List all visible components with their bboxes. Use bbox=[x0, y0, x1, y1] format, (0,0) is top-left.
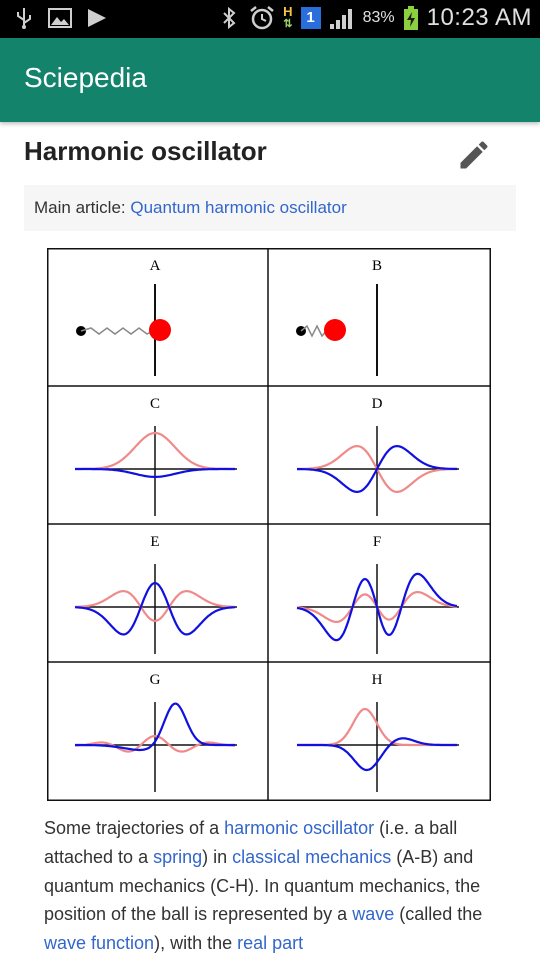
notification-icons bbox=[14, 6, 108, 30]
wave-panels: C D E F G H bbox=[74, 396, 459, 792]
panel-label: A bbox=[150, 258, 161, 274]
app-title: Sciepedia bbox=[24, 62, 147, 93]
clock: 10:23 AM bbox=[426, 4, 532, 31]
caption-text: (called the bbox=[394, 904, 483, 925]
wave-link[interactable]: wave bbox=[352, 904, 395, 925]
panel-label: H bbox=[372, 672, 383, 688]
panel-a: A bbox=[76, 258, 171, 376]
spring bbox=[300, 324, 328, 338]
imaginary-part-curve bbox=[297, 444, 457, 494]
hatnote-prefix: Main article: bbox=[34, 198, 131, 217]
real-part-curve bbox=[75, 734, 235, 753]
oscillator-figure[interactable]: A B C D E F G H bbox=[47, 248, 491, 801]
imaginary-part-curve bbox=[296, 572, 458, 642]
spring-link[interactable]: spring bbox=[153, 846, 203, 867]
figure-caption: Some trajectories of a harmonic oscillat… bbox=[44, 814, 504, 958]
panel-label: F bbox=[373, 534, 381, 550]
battery-charging-icon bbox=[403, 6, 418, 30]
main-article-link[interactable]: Quantum harmonic oscillator bbox=[130, 198, 347, 217]
hatnote: Main article: Quantum harmonic oscillato… bbox=[24, 185, 516, 231]
usb-icon bbox=[17, 8, 31, 29]
play-icon bbox=[88, 9, 106, 27]
harmonic-oscillator-link[interactable]: harmonic oscillator bbox=[224, 818, 375, 838]
real-part-curve bbox=[74, 589, 236, 623]
alarm-icon bbox=[250, 6, 274, 30]
imaginary-part-curve bbox=[75, 702, 235, 752]
real-part-link[interactable]: real part bbox=[237, 933, 304, 954]
wave-function-link[interactable]: wave function bbox=[44, 933, 155, 954]
panel-label: G bbox=[150, 672, 161, 688]
status-bar: H ⇅ 1 83% 10:23 AM bbox=[0, 0, 540, 38]
panel-label: E bbox=[150, 534, 159, 550]
caption-text: Some trajectories of a bbox=[44, 818, 225, 838]
imaginary-part-curve bbox=[74, 581, 236, 636]
real-part-curve bbox=[75, 431, 235, 471]
imaginary-part-curve bbox=[75, 467, 235, 478]
caption-text: (A-B) and quantum mechanics (C-H). In qu… bbox=[44, 846, 481, 925]
pencil-icon bbox=[460, 141, 488, 169]
section-heading: Harmonic oscillator bbox=[24, 136, 267, 166]
network-h-icon: H ⇅ bbox=[283, 4, 293, 30]
image-icon bbox=[48, 8, 72, 28]
signal-icon bbox=[329, 9, 352, 29]
caption-text: ) in bbox=[202, 846, 233, 867]
network-type-label: H bbox=[283, 4, 293, 19]
ball bbox=[324, 319, 346, 341]
app-bar: Sciepedia bbox=[0, 38, 540, 122]
imaginary-part-curve bbox=[297, 737, 457, 772]
ball bbox=[149, 319, 171, 341]
panel-label: D bbox=[372, 396, 383, 412]
caption-text: (i.e. a ball attached to a bbox=[44, 818, 458, 867]
edit-button[interactable] bbox=[456, 137, 492, 173]
spring bbox=[80, 327, 156, 335]
caption-text: ), with the bbox=[154, 933, 238, 954]
sim-icon: 1 bbox=[300, 7, 321, 29]
bluetooth-icon bbox=[223, 6, 236, 30]
classical-mechanics-link[interactable]: classical mechanics bbox=[232, 846, 392, 867]
panel-label: B bbox=[372, 258, 382, 274]
panel-b: B bbox=[296, 258, 382, 376]
system-icons: H ⇅ 1 83% 10:23 AM bbox=[219, 4, 532, 32]
panel-label: C bbox=[150, 396, 160, 412]
data-arrows: ⇅ bbox=[283, 18, 293, 30]
battery-percent: 83% bbox=[362, 9, 395, 26]
